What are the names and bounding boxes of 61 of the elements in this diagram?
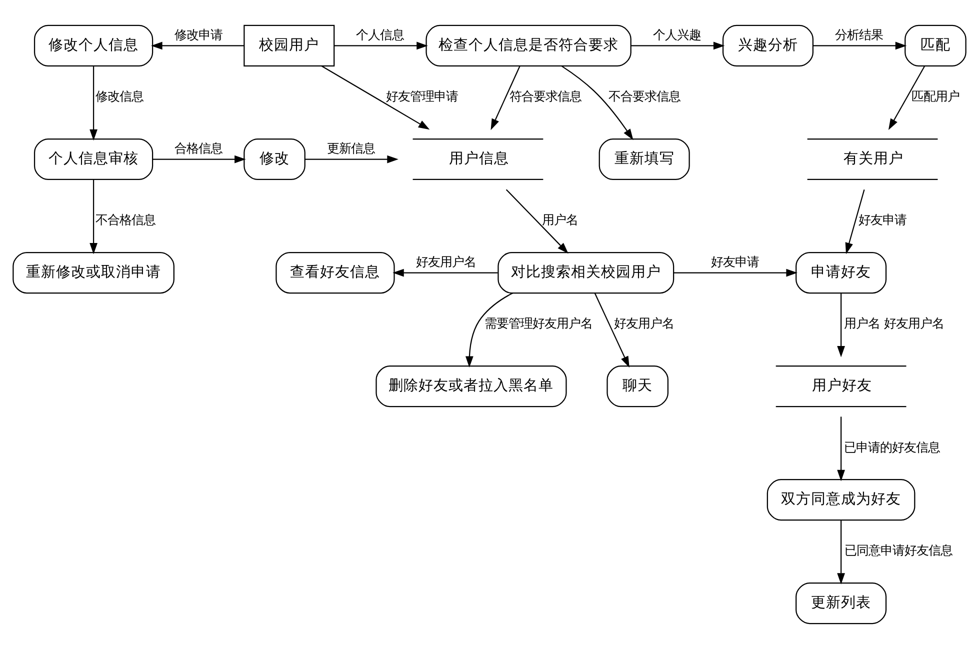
node-text: 用户信息 [448,150,509,167]
arrow [631,41,725,50]
arrow [321,65,430,130]
edge-label: 好友申请 [710,254,759,268]
arrow [674,268,798,276]
arrow [465,292,514,367]
edge-label: 修改信息 [95,89,144,104]
edge-label: 好友用户名 [614,316,674,330]
node-box: 重新修改或取消申请 [12,252,174,294]
node-box: 重新填写 [598,138,690,180]
node-box: 更新列表 [796,582,887,624]
edge-label: 用户名 [542,212,578,227]
node-box: 双方同意成为好友 [766,478,916,520]
edge-label: 修改申请 [174,27,222,42]
node-box: 匹配 [904,24,966,66]
edge-label: 已同意申请好友信息 [844,543,952,558]
arrow [888,65,925,130]
edge-label: 不合格信息 [96,212,156,227]
arrow [490,66,520,130]
edge-label: 个人兴趣 [652,27,701,42]
edge-label: 好友申请 [858,212,907,227]
arrow [845,188,865,254]
arrow [837,520,845,584]
node-text: 有关用户 [843,150,904,167]
arrow [151,41,244,50]
node-box: 修改个人信息 [34,24,154,66]
node-box: 校园用户 [244,24,335,66]
node-box: 聊天 [606,365,668,407]
edge-label: 用户名 好友用户名 [844,316,944,330]
arrow [594,292,630,368]
arrow [392,268,498,276]
edge-label: 符合要求信息 [509,89,582,104]
node-box: 查看好友信息 [276,252,395,294]
node-box: 申请好友 [796,252,887,294]
arrow [837,416,845,481]
edge-label: 更新信息 [326,140,375,155]
arrow [90,179,98,254]
edge-label: 分析结果 [835,27,884,42]
arrow [813,41,907,50]
edge-label: 好友用户名 [416,254,476,268]
edge-label: 需要管理好友用户名 [484,316,593,330]
arrow [506,188,568,254]
node-box: 检查个人信息是否符合要求 [426,24,632,66]
node-box: 对比搜索相关校园用户 [498,252,674,294]
arrow [837,292,845,357]
edge-label: 不合要求信息 [608,89,680,104]
edge-label: 合格信息 [174,140,222,155]
node-box: 个人信息审核 [34,138,154,180]
node-box: 删除好友或者拉入黑名单 [376,365,567,407]
arrow [334,41,428,50]
edge-label: 好友管理申请 [386,89,458,104]
node-text: 用户好友 [812,376,872,394]
arrow [152,154,246,163]
node-box: 修改 [244,138,306,180]
edge-label: 匹配用户 [911,89,960,104]
arrow [90,66,98,140]
edge-label: 已申请的好友信息 [844,440,940,454]
edge-label: 个人信息 [356,27,404,42]
arrow [561,65,634,140]
node-box: 兴趣分析 [722,24,814,66]
arrow [304,154,398,163]
